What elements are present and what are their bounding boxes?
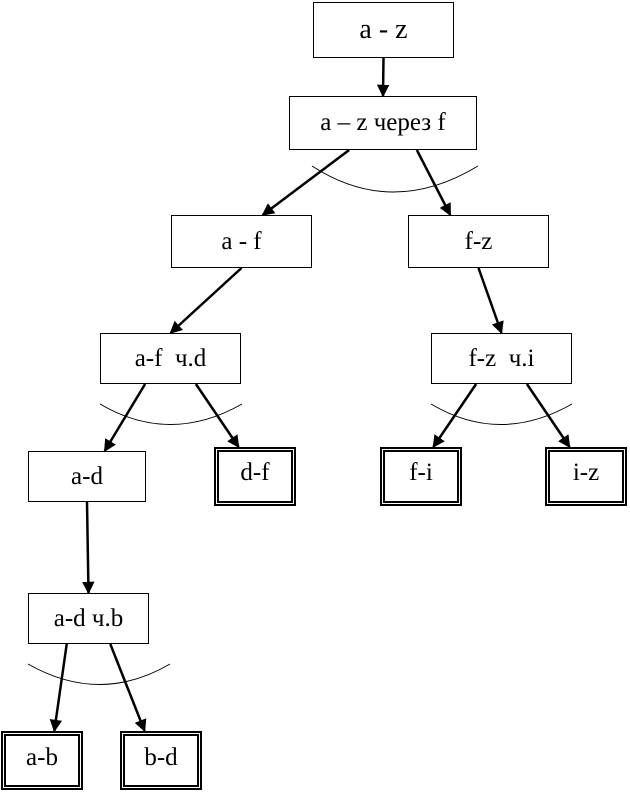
edge-arrow [525, 383, 571, 449]
leaf-node-i-z: i-z [545, 447, 627, 506]
edge-arrow [109, 643, 147, 733]
node-a-f-split-d: a-f ч.d [100, 333, 241, 384]
leaf-node-f-i: f-i [380, 447, 462, 506]
edge-arrow [477, 267, 504, 335]
edge-arrow [415, 149, 452, 217]
split-arc-icon [311, 165, 479, 193]
edge-arrow [432, 383, 478, 449]
edge-arrow [261, 149, 350, 216]
edge-arrow [376, 57, 390, 98]
node-a-z-via-f: a – z через f [289, 96, 477, 150]
leaf-node-d-f: d-f [214, 447, 296, 506]
node-a-d: a-d [28, 451, 146, 502]
edge-arrow [49, 643, 68, 733]
split-arc-icon [99, 403, 243, 425]
node-a-d-split-b: a-d ч.b [28, 593, 149, 644]
node-f-z: f-z [408, 215, 549, 268]
edge-arrow [82, 501, 95, 595]
node-f-z-split-i: f-z ч.i [431, 333, 572, 384]
edge-arrow [103, 383, 147, 453]
split-arc-icon [430, 403, 573, 425]
node-a-f: a - f [171, 215, 312, 268]
edge-arrow [169, 267, 243, 334]
split-arc-icon [27, 663, 171, 685]
edge-arrow [194, 383, 240, 449]
leaf-node-a-b: a-b [1, 731, 83, 790]
node-a-z: a - z [313, 2, 454, 58]
leaf-node-b-d: b-d [120, 731, 202, 790]
